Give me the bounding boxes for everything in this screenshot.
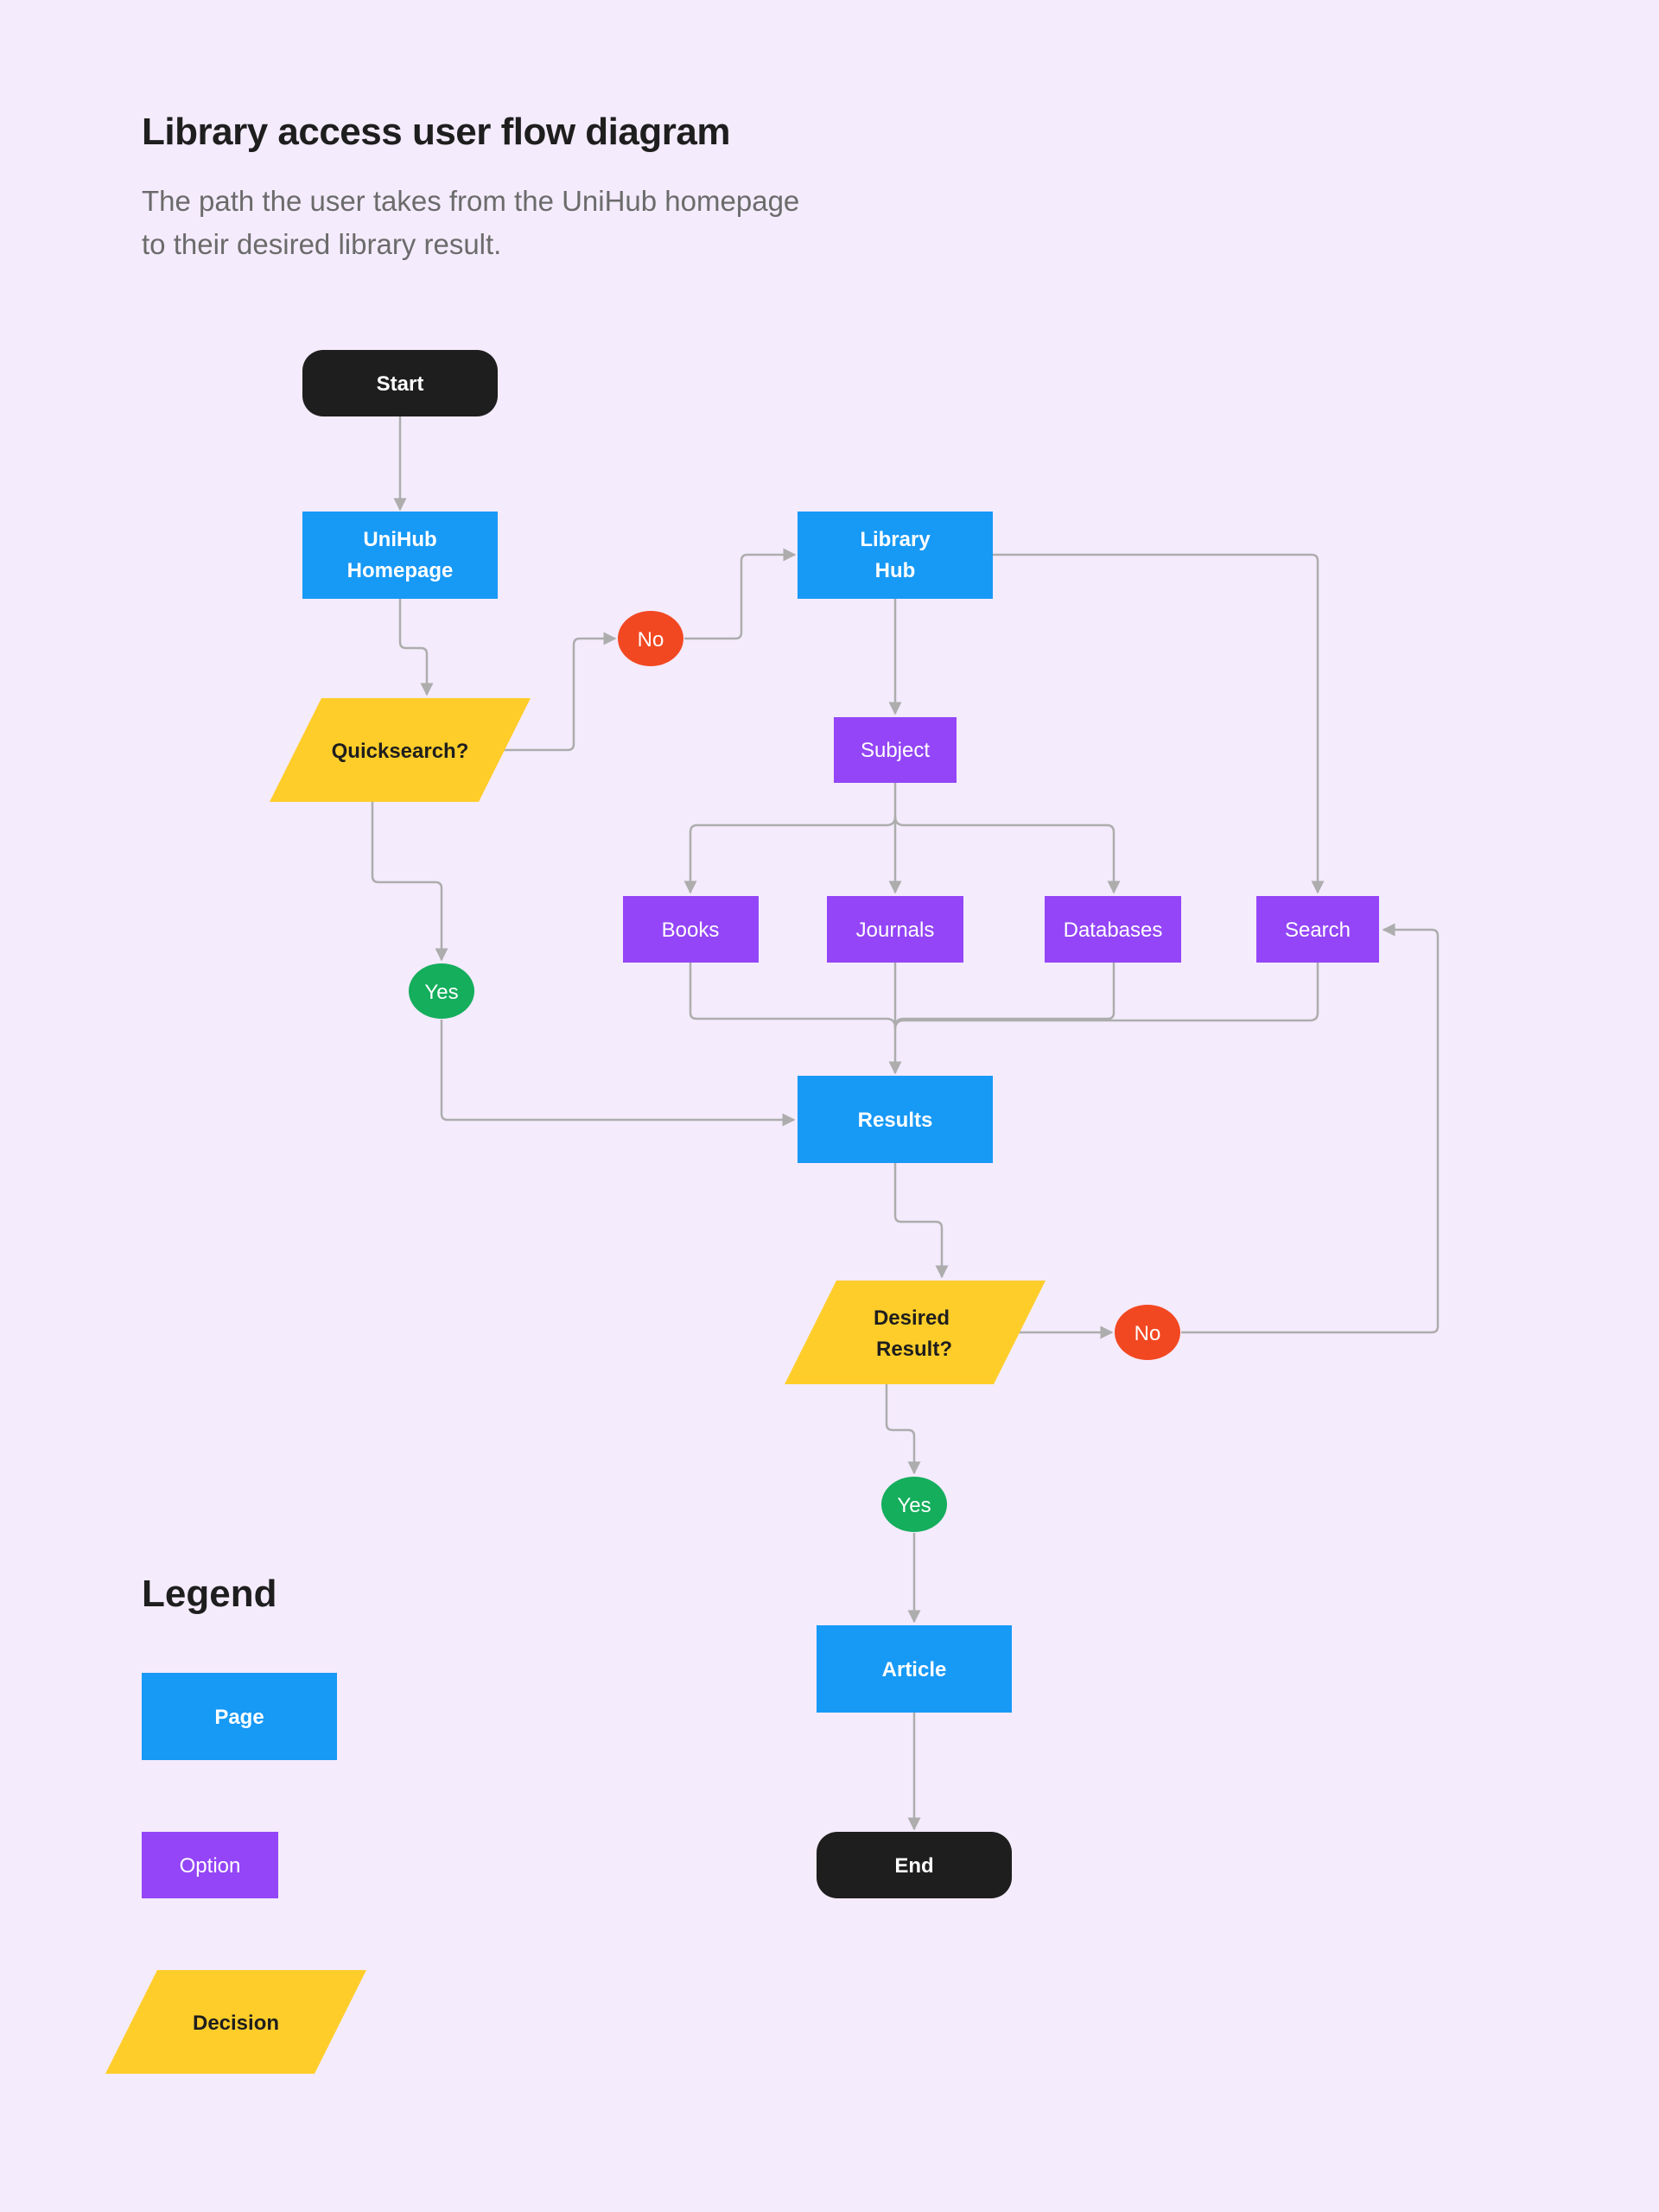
desired-result-decision: Desired Result? — [785, 1281, 1046, 1384]
subtitle-line-2: to their desired library result. — [142, 228, 502, 260]
connector-no-libraryhub — [684, 548, 797, 640]
connector-libraryhub-search — [993, 553, 1325, 894]
connector-subject-books — [683, 816, 897, 894]
books-option: Books — [623, 896, 759, 963]
page-subtitle: The path the user takes from the UniHub … — [142, 180, 885, 266]
legend-page-label: Page — [214, 1706, 264, 1729]
connector-no-search — [1181, 923, 1440, 1334]
article-label: Article — [882, 1658, 947, 1681]
connector-yes-results — [440, 1020, 796, 1127]
end-label: End — [894, 1854, 933, 1878]
library-hub-node: Library Hub — [798, 512, 993, 599]
subject-label: Subject — [861, 739, 930, 762]
databases-option: Databases — [1045, 896, 1181, 963]
legend-decision-label: Decision — [193, 2012, 279, 2035]
quicksearch-decision: Quicksearch? — [270, 698, 531, 802]
connectors — [371, 416, 1440, 1831]
legend-option: Option — [142, 1832, 278, 1898]
legend-title: Legend — [142, 1573, 277, 1615]
books-label: Books — [662, 918, 720, 942]
unihub-homepage-label-2: Homepage — [347, 559, 454, 582]
connector-quicksearch-no — [503, 632, 617, 752]
no-badge-2: No — [1115, 1305, 1180, 1360]
start-label: Start — [377, 372, 424, 396]
legend-option-label: Option — [180, 1854, 241, 1878]
desired-result-label-1: Desired — [874, 1306, 950, 1330]
library-hub-label-2: Hub — [875, 559, 916, 582]
yes-label-1: Yes — [424, 981, 458, 1004]
connector-desired-yes — [885, 1384, 921, 1475]
no-label-1: No — [638, 628, 664, 652]
journals-label: Journals — [856, 918, 935, 942]
journals-option: Journals — [827, 896, 963, 963]
no-label-2: No — [1135, 1322, 1161, 1345]
connector-homepage-quicksearch — [398, 599, 434, 696]
yes-badge-1: Yes — [409, 963, 474, 1019]
connector-books-results — [689, 963, 897, 1028]
legend-decision: Decision — [105, 1970, 366, 2074]
yes-badge-2: Yes — [881, 1477, 947, 1532]
no-badge-1: No — [618, 611, 683, 666]
connector-quicksearch-yes — [371, 802, 448, 962]
desired-result-label-2: Result? — [876, 1338, 952, 1361]
end-terminal: End — [817, 1832, 1012, 1898]
connector-databases-results — [893, 963, 1116, 1028]
quicksearch-label: Quicksearch? — [332, 740, 469, 763]
databases-label: Databases — [1064, 918, 1163, 942]
article-node: Article — [817, 1625, 1012, 1713]
results-node: Results — [798, 1076, 993, 1163]
search-label: Search — [1285, 918, 1351, 942]
library-hub-label-1: Library — [860, 528, 931, 551]
legend-page: Page — [142, 1673, 337, 1760]
results-label: Results — [858, 1109, 933, 1132]
search-option: Search — [1256, 896, 1379, 963]
unihub-homepage-label-1: UniHub — [363, 528, 436, 551]
page-title: Library access user flow diagram — [142, 111, 730, 153]
yes-label-2: Yes — [897, 1494, 931, 1517]
connector-results-desired — [893, 1163, 949, 1279]
connector-subject-databases — [893, 816, 1121, 894]
subtitle-line-1: The path the user takes from the UniHub … — [142, 185, 800, 217]
subject-option: Subject — [834, 717, 957, 783]
start-terminal: Start — [302, 350, 498, 416]
connector-search-results — [893, 963, 1319, 1030]
unihub-homepage-node: UniHub Homepage — [302, 512, 498, 599]
